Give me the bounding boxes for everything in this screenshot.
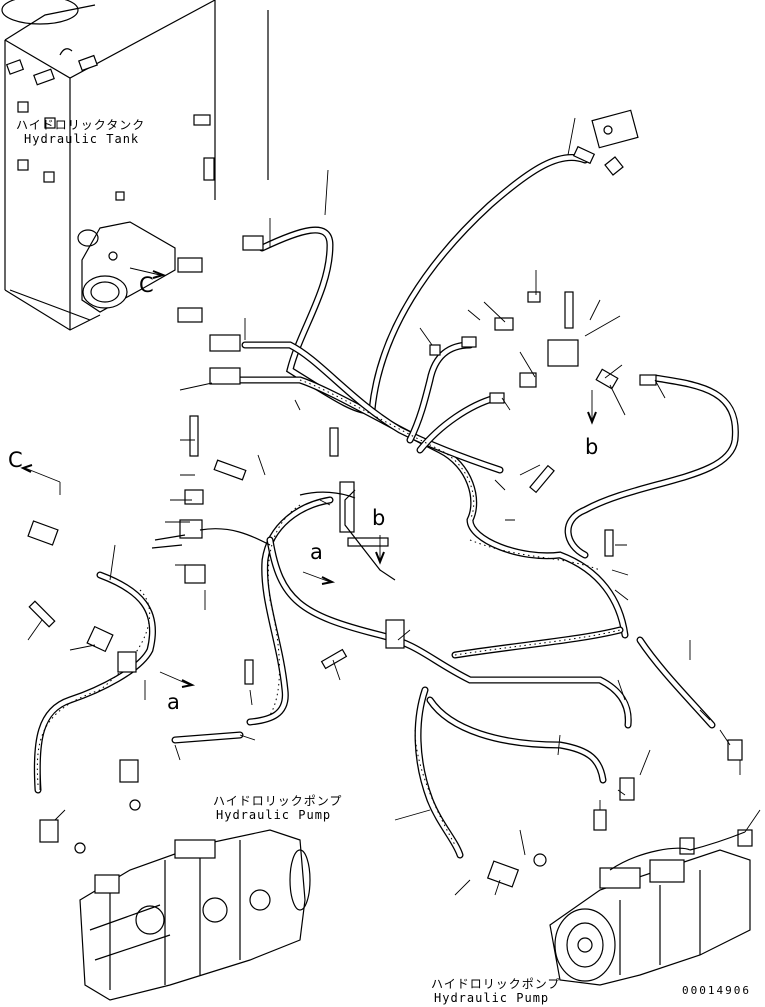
ref-c-upper: C — [139, 273, 154, 297]
ref-a-center: a — [310, 540, 323, 564]
document-number: 00014906 — [682, 984, 751, 997]
pump-left-label-jp: ハイドロリックポンプ — [213, 794, 343, 808]
hydraulic-pump-right — [549, 831, 751, 986]
tank-label-en: Hydraulic Tank — [24, 132, 140, 146]
fittings — [27, 109, 753, 888]
pump-left-label-en: Hydraulic Pump — [216, 808, 332, 822]
pump-right-label-jp: ハイドロリックポンプ — [431, 977, 561, 991]
pump-right-label-en: Hydraulic Pump — [434, 991, 550, 1005]
ref-b-right: b — [585, 435, 599, 459]
hose-lines — [33, 153, 739, 859]
ref-c-left: C — [8, 448, 23, 472]
clamp-details — [151, 489, 396, 581]
hydraulic-tank — [1, 0, 269, 331]
hydraulic-pump-left — [79, 829, 311, 1001]
ref-b-center: b — [372, 506, 386, 530]
leader-lines — [20, 117, 761, 896]
ref-a-left: a — [167, 690, 180, 714]
tank-label-jp: ハイドロリックタンク — [16, 118, 146, 132]
